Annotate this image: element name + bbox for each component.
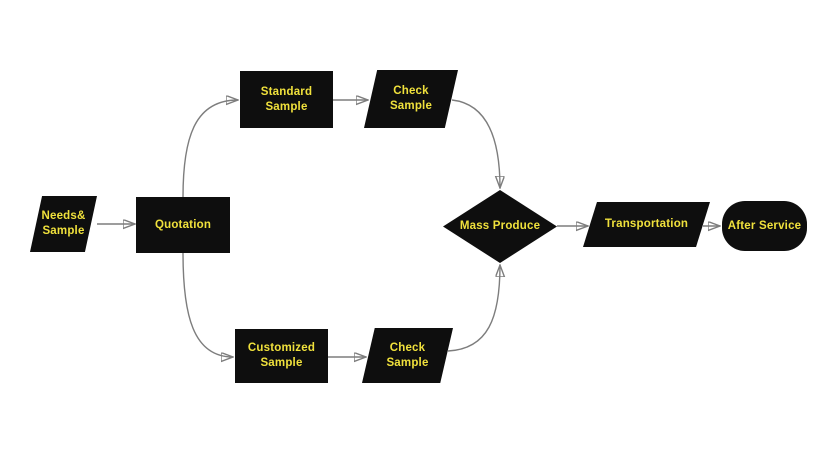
node-after-service[interactable]: After Service (722, 201, 807, 251)
node-standard-sample[interactable]: Standard Sample (240, 71, 333, 128)
node-quotation[interactable]: Quotation (136, 197, 230, 253)
node-transportation-label: Transportation (604, 218, 689, 231)
node-needs-sample-label: Needs& Sample (41, 210, 86, 237)
edge-check-sample-bottom-to-mass-produce (447, 265, 500, 352)
edge-check-sample-top-to-mass-produce (451, 99, 500, 188)
edge-quotation-to-customized-sample (182, 252, 233, 357)
node-quotation-label: Quotation (154, 218, 212, 231)
node-customized-sample[interactable]: Customized Sample (235, 329, 328, 383)
node-needs-sample[interactable]: Needs& Sample (30, 196, 97, 252)
node-transportation[interactable]: Transportation (583, 202, 710, 247)
node-check-sample-top[interactable]: Check Sample (364, 70, 458, 128)
node-standard-sample-label: Standard Sample (260, 85, 313, 113)
node-mass-produce-label: Mass Produce (459, 220, 541, 233)
node-after-service-label: After Service (727, 219, 802, 232)
node-check-sample-bottom[interactable]: Check Sample (362, 328, 453, 383)
node-customized-sample-label: Customized Sample (247, 342, 316, 369)
edge-quotation-to-standard-sample (182, 100, 238, 198)
node-check-sample-top-label: Check Sample (389, 85, 433, 112)
node-check-sample-bottom-label: Check Sample (386, 341, 429, 369)
